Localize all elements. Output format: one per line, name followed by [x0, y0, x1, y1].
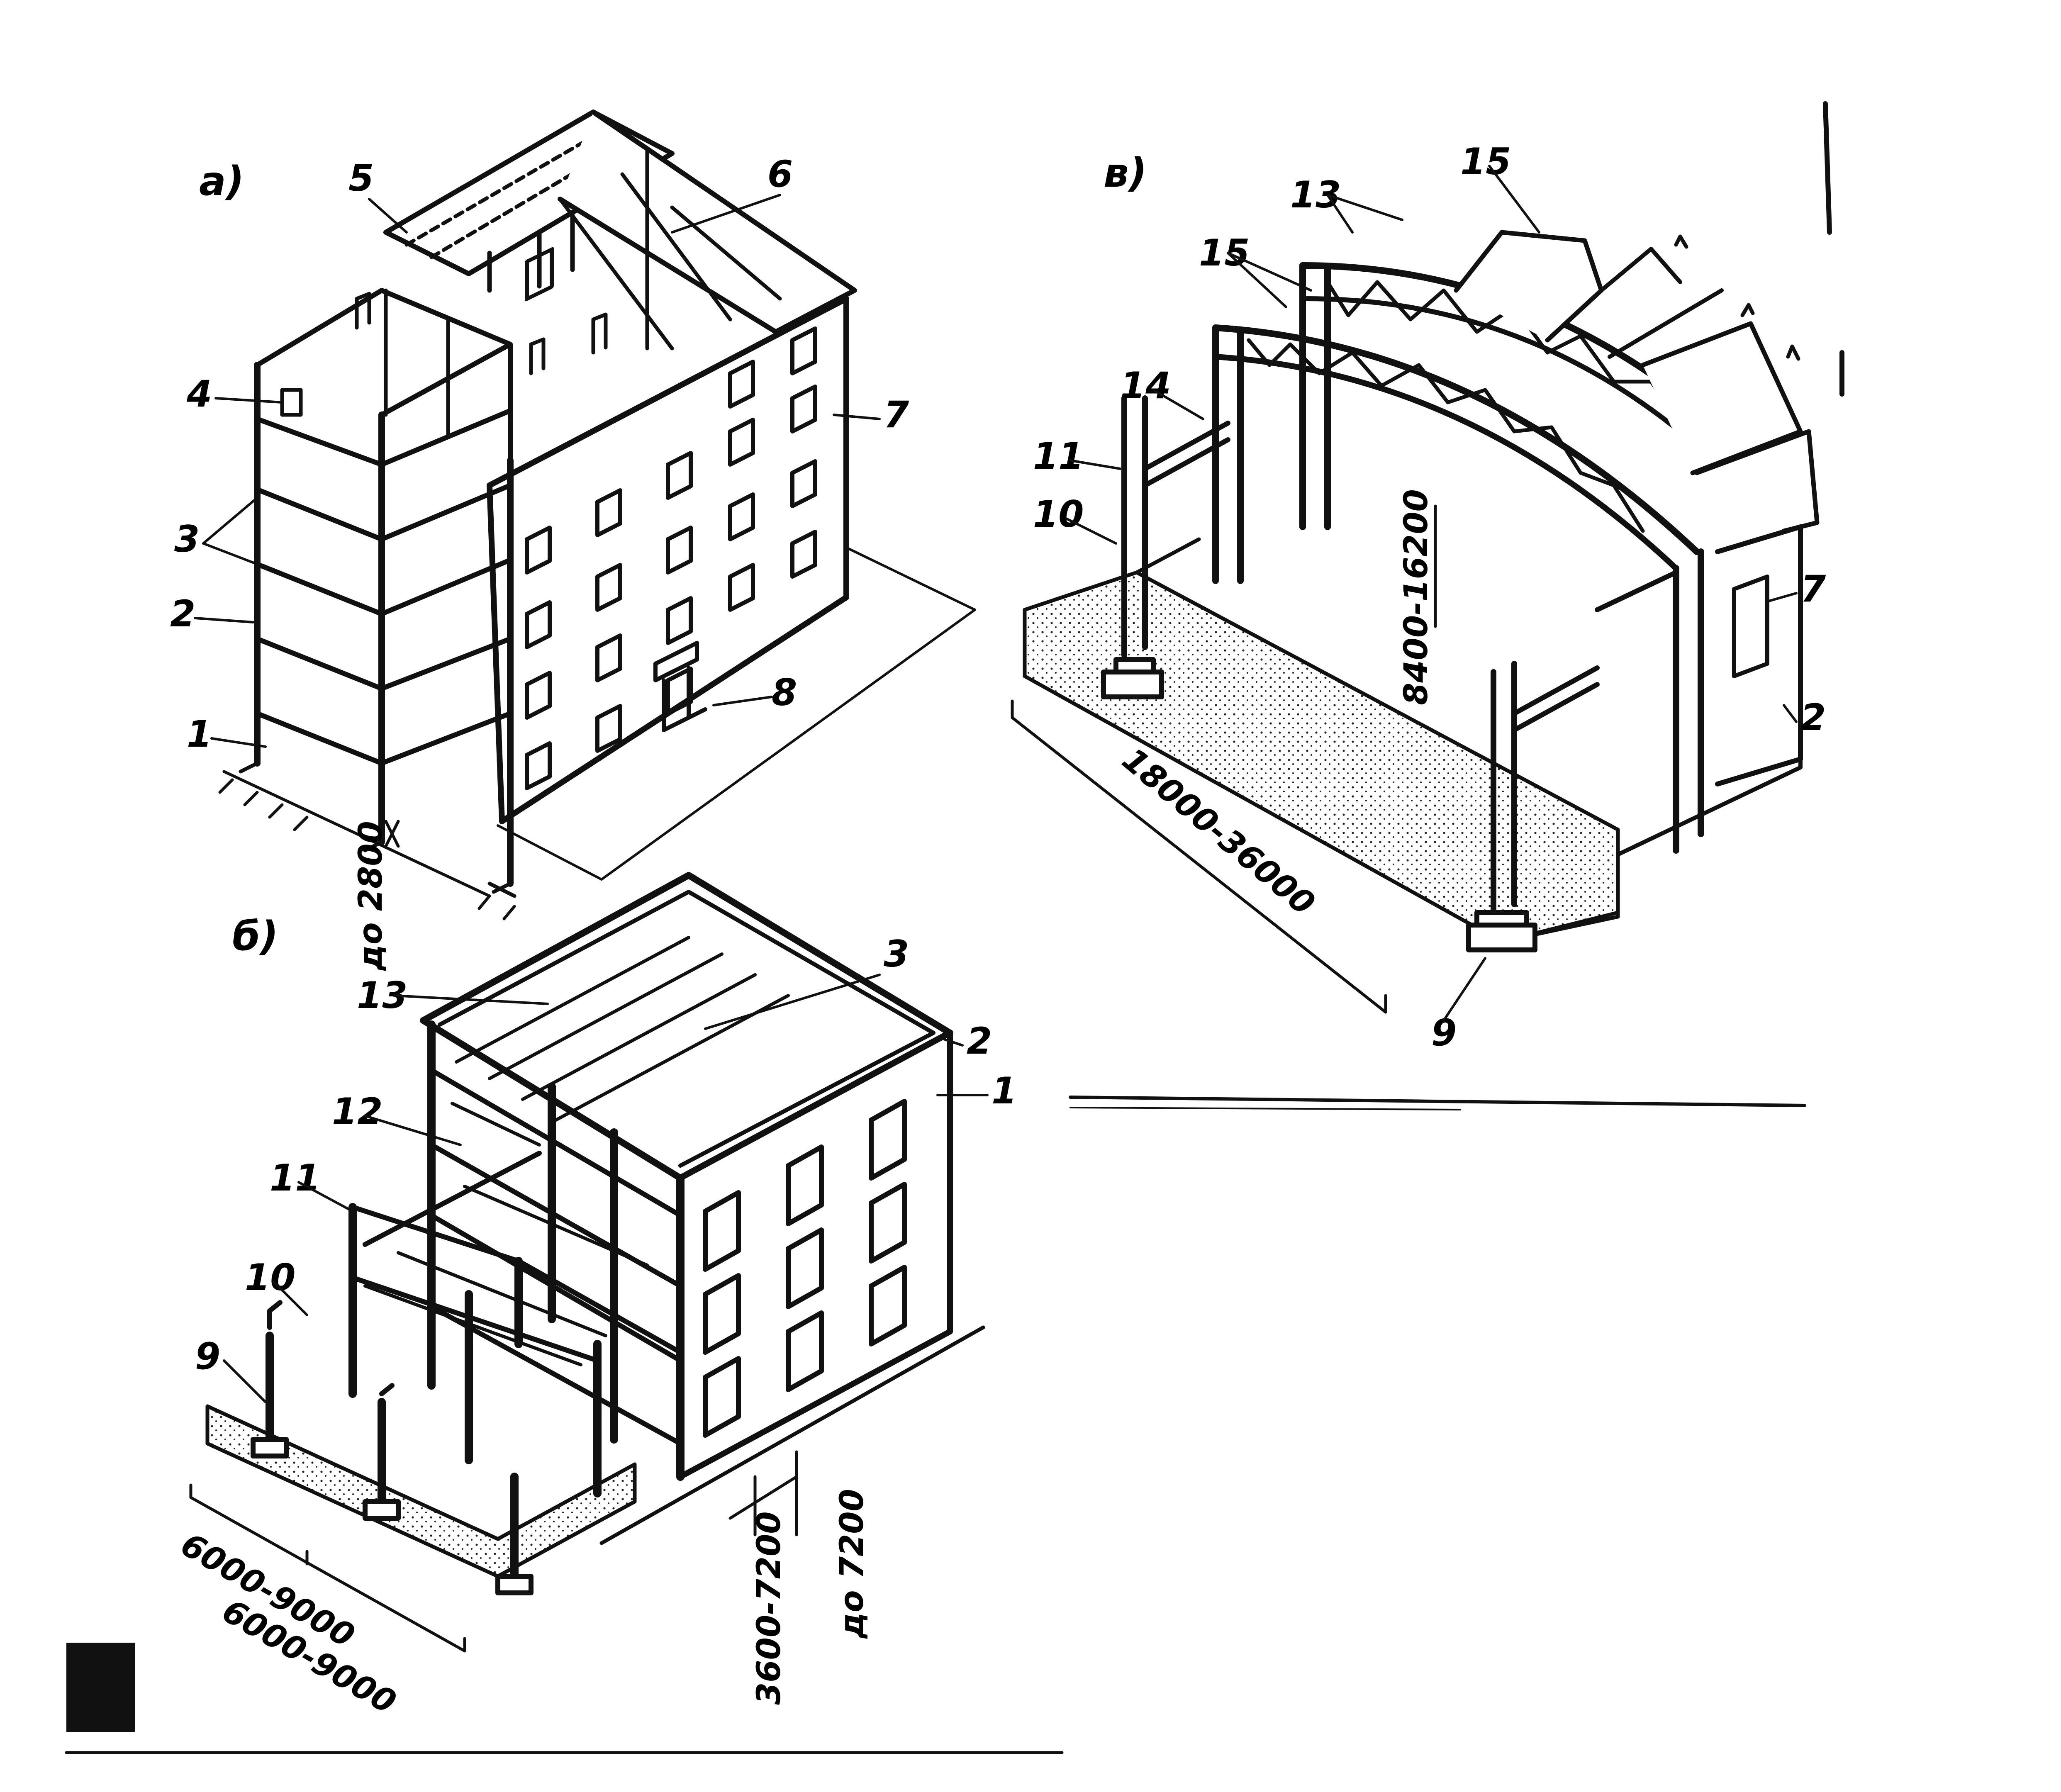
callout-a-4: 4	[186, 373, 212, 415]
callout-v-15b: 15	[1460, 140, 1511, 183]
panel-v-callouts: 2 7 9 10 11 13 14 15 15	[1033, 140, 1826, 1054]
panel-a-ground	[497, 546, 976, 881]
callout-a-1: 1	[187, 713, 212, 755]
callout-b-12: 12	[332, 1090, 382, 1133]
panel-a-roof	[383, 110, 857, 351]
panel-a-front-facade	[487, 247, 849, 824]
dim-a-spacing: до 2800	[352, 821, 390, 971]
panel-label-b: б)	[232, 913, 278, 959]
panel-a-entrance	[653, 641, 707, 732]
panel-b-callouts: 1 2 3 9 10 11 12 13	[195, 933, 1017, 1378]
panel-v-crane-columns	[1101, 395, 1679, 952]
panel-labels: а) б) в)	[199, 150, 1147, 959]
panel-b-main-block	[420, 872, 953, 1481]
callout-a-2: 2	[170, 592, 195, 635]
callout-b-11: 11	[270, 1157, 320, 1199]
callout-a-5: 5	[348, 157, 374, 200]
callout-leaders	[194, 165, 1798, 1403]
dim-v-height: 8400-16200	[1398, 489, 1435, 705]
callout-v-13: 13	[1290, 173, 1341, 216]
dim-b-max-height: до 7200	[833, 1489, 871, 1639]
page-rules	[65, 101, 1844, 1754]
panel-label-v: в)	[1104, 150, 1147, 196]
callout-v-11: 11	[1033, 435, 1084, 477]
panel-label-a: а)	[199, 158, 244, 205]
panel-b-frame	[251, 1151, 683, 1595]
callout-a-8: 8	[772, 671, 797, 714]
panel-v-side-wall	[1616, 524, 1803, 857]
panel-a-drawing	[218, 110, 976, 920]
panel-a-ground-hatch	[218, 770, 516, 920]
panel-a-callouts: 1 2 3 4 5 6 7 8	[170, 153, 909, 755]
callout-b-2: 2	[967, 1020, 992, 1062]
panel-v-floor	[1023, 570, 1620, 944]
callout-b-9: 9	[195, 1335, 220, 1378]
callout-v-9: 9	[1431, 1011, 1457, 1054]
callout-b-1: 1	[992, 1069, 1017, 1112]
panel-v-drawing	[1011, 230, 1820, 1014]
panel-b-ground	[205, 1404, 637, 1578]
panel-a-windows	[525, 326, 817, 790]
panel-v-arch-truss-front	[1212, 324, 1704, 854]
scan-mark	[66, 1643, 135, 1732]
panel-b-dimension-lines	[189, 1450, 798, 1653]
dim-b-floor-height: 3600-7200	[750, 1511, 788, 1705]
callout-a-6: 6	[767, 153, 793, 195]
callout-v-2: 2	[1800, 696, 1826, 739]
callout-b-10: 10	[245, 1256, 295, 1299]
callout-v-7: 7	[1800, 567, 1826, 610]
panel-v-roof-slabs	[1454, 230, 1820, 533]
panel-b-footings	[251, 1437, 534, 1595]
panel-v-dimension-lines	[1011, 504, 1437, 1014]
callout-v-14: 14	[1120, 364, 1171, 407]
callout-b-3: 3	[884, 933, 909, 975]
callout-a-7: 7	[884, 393, 909, 436]
callout-v-10: 10	[1033, 493, 1084, 536]
panel-b-windows	[703, 1099, 907, 1438]
panel-b-drawing	[189, 872, 985, 1653]
callout-a-3: 3	[174, 518, 200, 560]
